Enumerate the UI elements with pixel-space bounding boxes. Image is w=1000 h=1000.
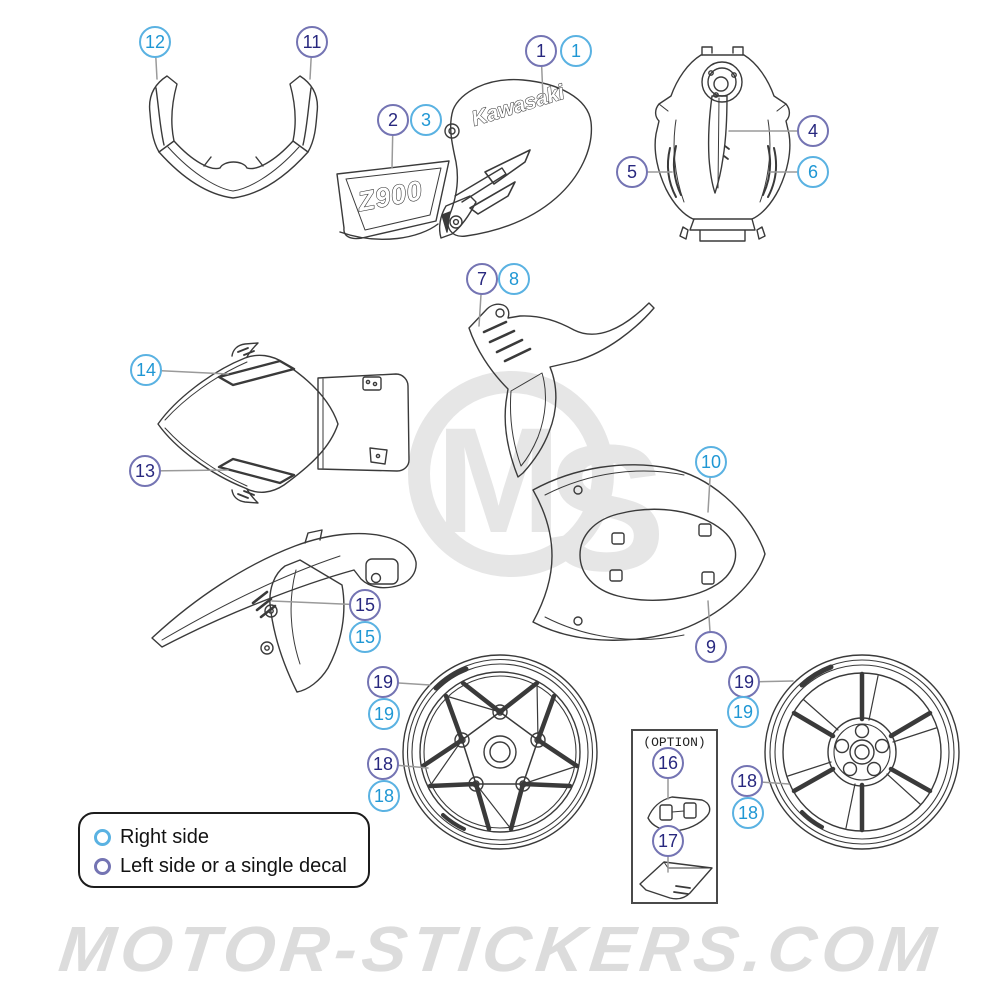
part-tail-cowl [532,464,766,641]
callout-1-right: 1 [560,35,592,67]
part-windscreen-trim [148,75,319,199]
site-watermark: MOTOR-STICKERS.COM [55,913,945,985]
left-side-dot-icon [94,858,111,875]
legend-label-left-side: Left side or a single decal [120,855,347,877]
callout-4-left: 4 [797,115,829,147]
part-z900-panel: Z900 [336,160,507,241]
callout-14-right: 14 [130,354,162,386]
option-box: (OPTION) [631,729,718,904]
legend-label-right-side: Right side [120,826,209,848]
callout-11-left: 11 [296,26,328,58]
callout-13-left: 13 [129,455,161,487]
callout-18-left: 18 [367,748,399,780]
callout-5-left: 5 [616,156,648,188]
part-rear-wheel [764,654,960,850]
callout-1-left: 1 [525,35,557,67]
ms-logo-letter-m: M [436,396,561,564]
kawasaki-decal-text: Kawasaki [469,80,568,130]
callout-15-left: 15 [349,589,381,621]
callout-19-left: 19 [728,666,760,698]
callout-10-right: 10 [695,446,727,478]
part-fuel-tank [654,46,791,242]
legend: Right side Left side or a single decal [78,812,370,888]
callout-2-left: 2 [377,104,409,136]
callout-16-left: 16 [652,747,684,779]
callout-18-right: 18 [732,797,764,829]
option-label: (OPTION) [643,735,706,750]
callout-6-right: 6 [797,156,829,188]
legend-item-left-side: Left side or a single decal [94,852,368,881]
part-front-fender-side [151,529,417,693]
callout-19-right: 19 [368,698,400,730]
part-front-wheel [402,654,598,850]
ms-logo-watermark: M S [408,371,666,609]
callout-17-left: 17 [652,825,684,857]
callout-18-right: 18 [368,780,400,812]
ms-logo-letter-s: S [546,408,666,609]
callout-15-right: 15 [349,621,381,653]
callout-12-right: 12 [139,26,171,58]
right-side-dot-icon [94,829,111,846]
callout-7-left: 7 [466,263,498,295]
part-front-fender-top [157,342,410,504]
part-heel-guard [468,302,655,478]
callout-3-right: 3 [410,104,442,136]
callout-18-left: 18 [731,765,763,797]
callout-19-left: 19 [367,666,399,698]
z900-decal-text: Z900 [354,175,425,217]
callout-8-right: 8 [498,263,530,295]
part-side-shroud: Kawasaki [441,78,593,237]
legend-item-right-side: Right side [94,823,368,852]
callout-19-right: 19 [727,696,759,728]
callout-9-left: 9 [695,631,727,663]
